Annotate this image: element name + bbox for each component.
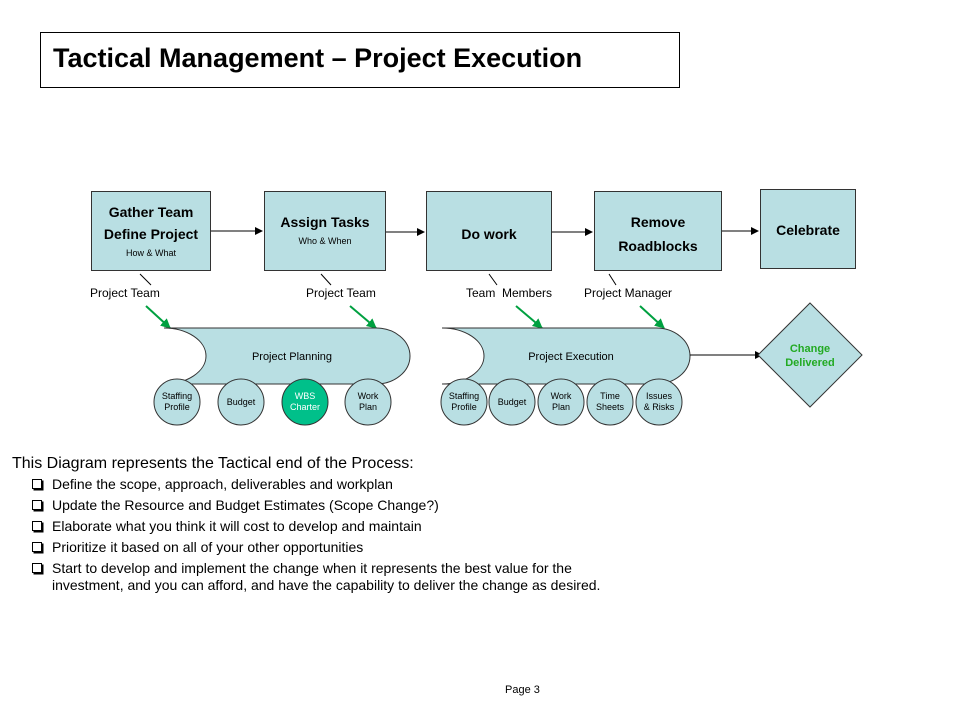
role-label: Project Team [90,286,160,300]
checkbox-bullet-icon [32,521,42,531]
green-pointer-arrow [639,305,665,329]
circle-label: Time [600,391,620,401]
circle-label: & Risks [644,402,675,412]
list-item: Elaborate what you think it will cost to… [12,518,640,535]
bullet-text: Elaborate what you think it will cost to… [52,518,422,534]
outcome-line-2: Delivered [785,357,835,369]
role-connector [320,273,332,286]
circle-label: Profile [451,402,477,412]
list-item: Start to develop and implement the chang… [12,560,640,594]
circle-label: Work [551,391,572,401]
circle-label: Staffing [162,391,192,401]
title-box: Tactical Management – Project Execution [40,32,680,88]
project-planning-label: Project Planning [252,351,332,363]
bullet-text: Start to develop and implement the chang… [52,560,601,593]
circle-label: Budget [227,397,256,407]
bullet-text: Update the Resource and Budget Estimates… [52,497,439,513]
circle-label: Staffing [449,391,479,401]
execution-circle-time-sheets: Time Sheets [586,378,634,426]
project-execution-label: Project Execution [528,351,614,363]
green-pointer-arrow [349,305,377,329]
page-title: Tactical Management – Project Execution [53,43,583,73]
role-label: Team Members [466,286,553,300]
step-do-work: Do work [426,191,552,271]
execution-circle-staffing-profile: Staffing Profile [440,378,488,426]
step-subtitle: How & What [125,248,176,258]
description: This Diagram represents the Tactical end… [12,455,652,598]
step-title-2: Roadblocks [618,238,698,254]
checkbox-bullet-icon [32,500,42,510]
list-item: Prioritize it based on all of your other… [12,539,640,556]
green-pointer-arrow [515,305,543,329]
execution-circle-work-plan: Work Plan [537,378,585,426]
circle-label: Budget [498,397,527,407]
checkbox-bullet-icon [32,542,42,552]
circle-label: Issues [646,391,673,401]
circle-label: Plan [552,402,570,412]
role-connector [139,273,152,286]
step-celebrate: Celebrate [760,189,856,269]
step-subtitle: Who & When [298,236,352,246]
circle-label: Charter [290,402,320,412]
execution-circle-issues-risks: Issues & Risks [635,378,683,426]
step-gather-team: Gather Team Define Project How & What [91,191,211,271]
step-title: Do work [461,226,517,242]
list-item: Define the scope, approach, deliverables… [12,476,640,493]
role-connector [608,273,617,286]
checkbox-bullet-icon [32,563,42,573]
description-heading: This Diagram represents the Tactical end… [12,455,414,472]
role-label: Project Manager [584,286,673,300]
project-execution-phase [441,327,691,385]
checkbox-bullet-icon [32,479,42,489]
circle-label: Sheets [596,402,625,412]
bullet-text: Define the scope, approach, deliverables… [52,476,393,492]
bullet-text: Prioritize it based on all of your other… [52,539,364,555]
step-title: Celebrate [776,222,840,238]
step-remove-roadblocks: Remove Roadblocks [594,191,722,271]
circle-label: WBS [295,391,316,401]
planning-circle-work-plan: Work Plan [344,378,392,426]
outcome-line-1: Change [790,343,830,355]
page-number: Page 3 [505,684,540,696]
planning-circle-budget: Budget [217,378,265,426]
step-title: Remove [630,214,686,230]
circle-label: Plan [359,402,377,412]
green-pointer-arrow [145,305,171,329]
planning-circle-wbs-charter: WBS Charter [281,378,329,426]
execution-circle-budget: Budget [488,378,536,426]
circle-label: Profile [164,402,190,412]
role-connector [488,273,498,286]
list-item: Update the Resource and Budget Estimates… [12,497,640,514]
planning-circle-staffing-profile: Staffing Profile [153,378,201,426]
bullet-list: Define the scope, approach, deliverables… [12,476,652,594]
circle-label: Work [358,391,379,401]
change-delivered-diamond [757,302,863,408]
step-title-2: Define Project [103,226,199,242]
step-title: Assign Tasks [280,214,370,230]
role-label: Project Team [306,286,376,300]
step-title: Gather Team [108,204,194,220]
step-assign-tasks: Assign Tasks Who & When [264,191,386,271]
